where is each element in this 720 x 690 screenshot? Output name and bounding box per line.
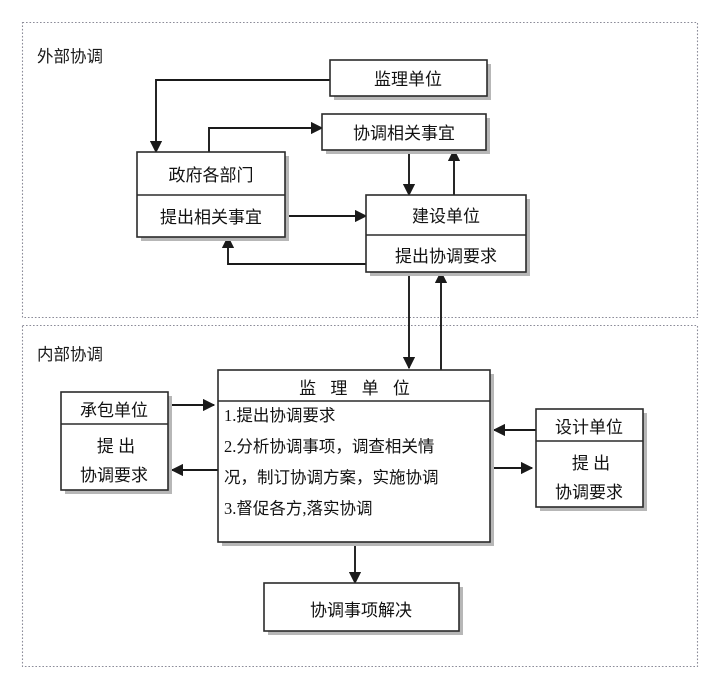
node-supervision-main-item-1: 1.提出协调要求 bbox=[224, 406, 335, 425]
node-contractor-sub-line1: 提 出 bbox=[97, 437, 135, 456]
node-supervision-main-item-3: 3.督促各方,落实协调 bbox=[224, 499, 373, 518]
node-supervision-main-title: 监 理 单 位 bbox=[299, 379, 415, 398]
node-contractor-sub-line2: 协调要求 bbox=[80, 466, 148, 485]
node-government-sub: 提出相关事宜 bbox=[160, 208, 262, 227]
node-designer[interactable] bbox=[535, 408, 644, 508]
node-coordinate-matters-title: 协调相关事宜 bbox=[353, 124, 455, 143]
external-region-frame bbox=[21, 21, 699, 319]
node-designer-title: 设计单位 bbox=[555, 418, 623, 437]
node-construction-sub: 提出协调要求 bbox=[395, 247, 497, 266]
node-construction-title: 建设单位 bbox=[412, 207, 480, 226]
node-construction[interactable] bbox=[365, 194, 527, 273]
node-supervision-main-item-2-cont: 况，制订协调方案，实施协调 bbox=[224, 468, 439, 487]
internal-region-label: 内部协调 bbox=[37, 345, 103, 364]
connector-supervision-to-government bbox=[149, 79, 330, 154]
node-resolved[interactable] bbox=[263, 582, 460, 632]
external-region-label: 外部协调 bbox=[37, 47, 103, 66]
node-supervision-top-title: 监理单位 bbox=[374, 70, 442, 89]
connector-government-to-coordinate-matters bbox=[208, 121, 324, 152]
node-resolved-title: 协调事项解决 bbox=[310, 601, 412, 620]
node-government-title: 政府各部门 bbox=[169, 166, 254, 185]
node-coordinate-matters[interactable] bbox=[321, 113, 487, 151]
connector-construction-to-government bbox=[221, 235, 366, 265]
node-supervision-main[interactable] bbox=[217, 369, 491, 543]
node-supervision-top[interactable] bbox=[329, 59, 488, 97]
node-designer-sub-line1: 提 出 bbox=[572, 454, 610, 473]
node-contractor-title: 承包单位 bbox=[80, 401, 148, 420]
internal-region-frame bbox=[21, 324, 699, 668]
node-designer-sub-line2: 协调要求 bbox=[555, 483, 623, 502]
node-supervision-main-item-2: 2.分析协调事项，调查相关情 bbox=[224, 437, 434, 456]
node-contractor[interactable] bbox=[60, 391, 169, 491]
